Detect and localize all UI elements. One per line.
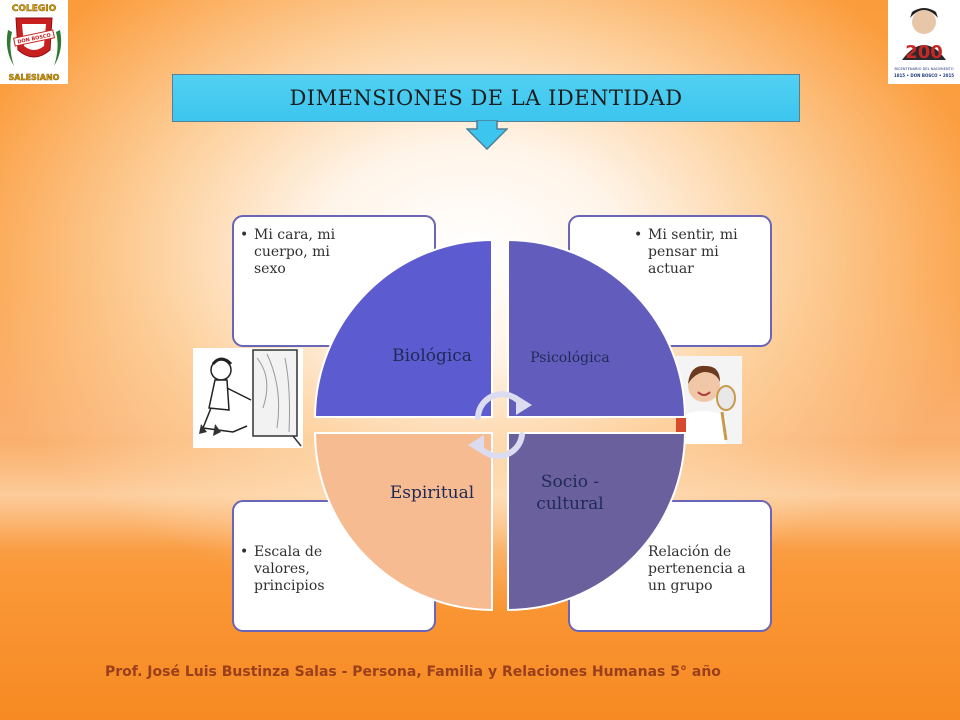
- crest-top-text: COLEGIO: [12, 4, 57, 14]
- label-psicologica: Psicológica: [530, 350, 610, 366]
- footer-credit: Prof. José Luis Bustinza Salas - Persona…: [105, 664, 721, 680]
- bicentenary-logo: 200 BICENTENARIO DEL NACIMIENTO 1815 • D…: [888, 0, 960, 84]
- label-socio-cultural-line1: Socio -: [541, 472, 599, 492]
- bicentenary-top-text: BICENTENARIO DEL NACIMIENTO: [894, 67, 953, 71]
- segment-socio-cultural: [507, 432, 687, 612]
- identity-dimensions-wheel: Biológica Psicológica Espiritual Socio -…: [313, 238, 687, 612]
- school-crest-logo: DON BOSCO COLEGIO SALESIANO: [0, 0, 68, 84]
- description-text-espiritual: Escala de valores, principios: [240, 544, 350, 595]
- crest-bottom-text: SALESIANO: [9, 73, 60, 82]
- svg-text:200: 200: [905, 42, 943, 63]
- label-biologica: Biológica: [392, 346, 472, 366]
- segment-psicologica: [507, 238, 687, 418]
- segment-espiritual: [313, 432, 493, 612]
- segment-biologica: [313, 238, 493, 418]
- description-text-psicologica: Mi sentir, mi pensar mi actuar: [634, 227, 764, 278]
- label-espiritual: Espiritual: [390, 483, 474, 503]
- down-arrow-icon: [466, 120, 508, 150]
- bicentenary-bottom-text: 1815 • DON BOSCO • 2015: [894, 73, 954, 78]
- boy-mirror-illustration: [193, 348, 303, 448]
- title-banner: DIMENSIONES DE LA IDENTIDAD: [172, 74, 800, 122]
- label-socio-cultural-line2: cultural: [536, 494, 603, 514]
- page-title: DIMENSIONES DE LA IDENTIDAD: [289, 86, 683, 110]
- woman-mirror-photo: [676, 356, 742, 444]
- description-text-biologica: Mi cara, mi cuerpo, mi sexo: [240, 227, 340, 278]
